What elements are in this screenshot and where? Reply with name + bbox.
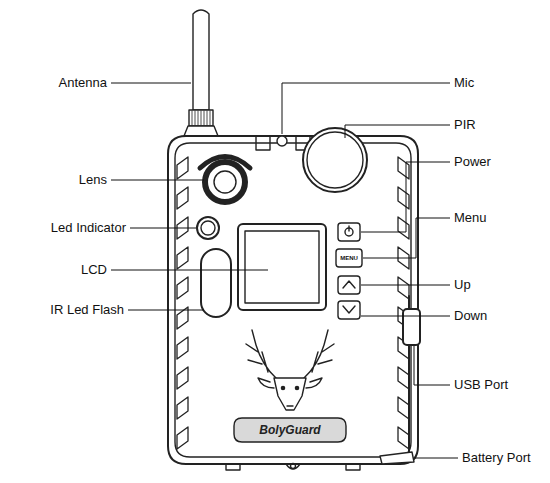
side-slat [398,157,409,179]
led-inner [201,221,215,235]
part-label: Power [454,154,491,170]
pir-sensor [303,128,367,192]
lens-glass [214,171,236,193]
antenna-base [184,126,218,136]
mic-hole [277,136,287,146]
side-slat [398,217,409,239]
part-label: Led Indicator [51,220,126,236]
leader-line [111,180,204,181]
leader-line [128,310,204,311]
part-label: Up [454,277,471,293]
knurling [201,111,202,125]
part-label: Down [454,308,487,324]
led-indicator [197,217,219,239]
down-button [338,301,360,319]
deer-emblem [246,330,334,410]
part-label: USB Port [454,377,508,393]
leader-line [282,83,450,134]
knurling [195,111,196,125]
leader-line [415,458,458,459]
leader-line [345,125,450,138]
leader-line [361,316,450,317]
part-label: Menu [454,210,487,226]
up-button [338,276,360,294]
side-slat [177,367,188,389]
side-slat [177,157,188,179]
part-label: LCD [81,262,107,278]
side-slat [177,187,188,209]
lens [205,162,245,202]
leader-line [111,270,268,271]
side-slat [177,397,188,419]
part-label: Lens [79,172,107,188]
knurling [192,111,193,125]
battery-latch [380,452,414,464]
part-label: IR Led Flash [50,302,124,318]
side-slat [177,427,188,449]
camera-housing [168,136,418,464]
side-slat [398,187,409,209]
leader-line [111,83,191,84]
ir-led-flash [201,249,231,317]
side-slat [177,277,188,299]
power-symbol [348,226,349,231]
leader-line [414,346,450,385]
lcd-screen [245,231,319,303]
button-text: MENU [340,255,358,262]
housing-inner-edge [175,143,411,457]
antenna-connector [189,110,213,126]
bottom-tab [346,464,360,470]
part-label: Mic [454,75,474,91]
logo-plate [234,418,346,442]
side-slat [398,367,409,389]
antenna [193,10,209,110]
leader-line [363,218,450,258]
leader-line [361,285,450,286]
knurling [198,111,199,125]
side-slat [177,337,188,359]
leader-line [361,162,450,232]
part-label: Battery Port [462,450,531,466]
side-slat [398,397,409,419]
bottom-tab [286,464,300,469]
power-button [338,223,360,241]
leader-lines [111,83,458,458]
down-chevron [343,306,355,313]
part-label: PIR [454,117,476,133]
bottom-tab [226,464,240,470]
usb-port-cover [403,309,420,345]
pir-lens [307,132,363,188]
side-slat [398,277,409,299]
side-slat [177,247,188,269]
knurling [204,111,205,125]
lcd-frame [238,224,326,310]
part-label: Antenna [59,75,107,91]
top-tab [256,136,270,150]
side-slat [398,427,409,449]
brand-logo: BolyGuard [259,423,320,437]
leader-line [130,228,196,229]
menu-button [336,249,362,267]
knurling [207,111,208,125]
knurling [210,111,211,125]
strap-hole [291,464,296,469]
up-chevron [343,281,355,288]
